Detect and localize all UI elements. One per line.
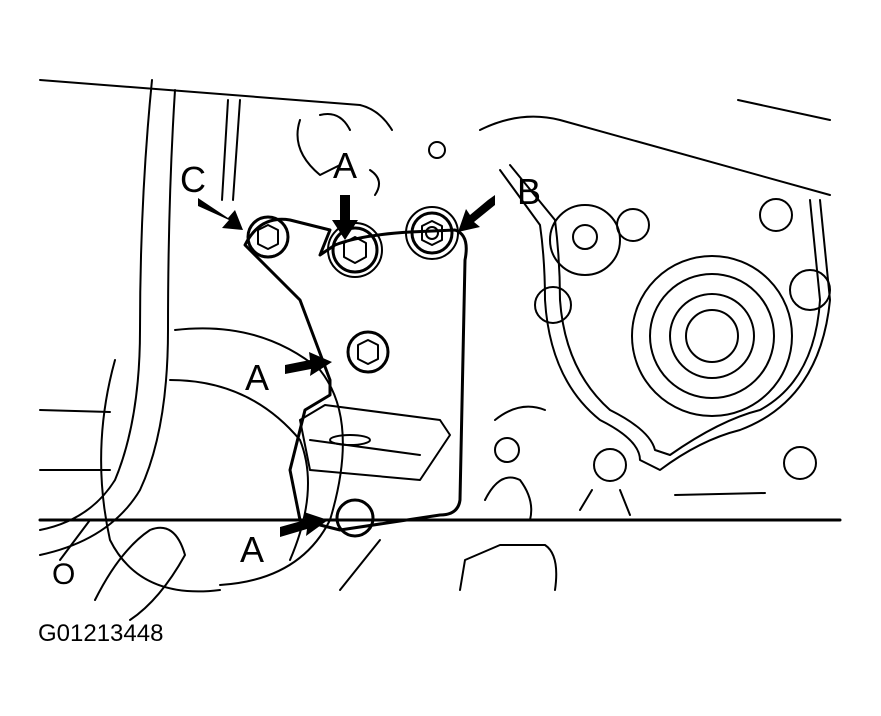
callout-label-c: C [180, 159, 206, 200]
callout-label-b: B [517, 171, 542, 212]
callout-label-a-top: A [333, 145, 358, 186]
callout-arrows [198, 195, 495, 537]
timing-cover-top-edge [479, 115, 831, 196]
callout-label-o: O [52, 558, 76, 591]
figure-id: G01213448 [38, 620, 164, 647]
callout-label-a-middle: A [245, 357, 270, 398]
callout-label-a-lower: A [240, 529, 265, 570]
